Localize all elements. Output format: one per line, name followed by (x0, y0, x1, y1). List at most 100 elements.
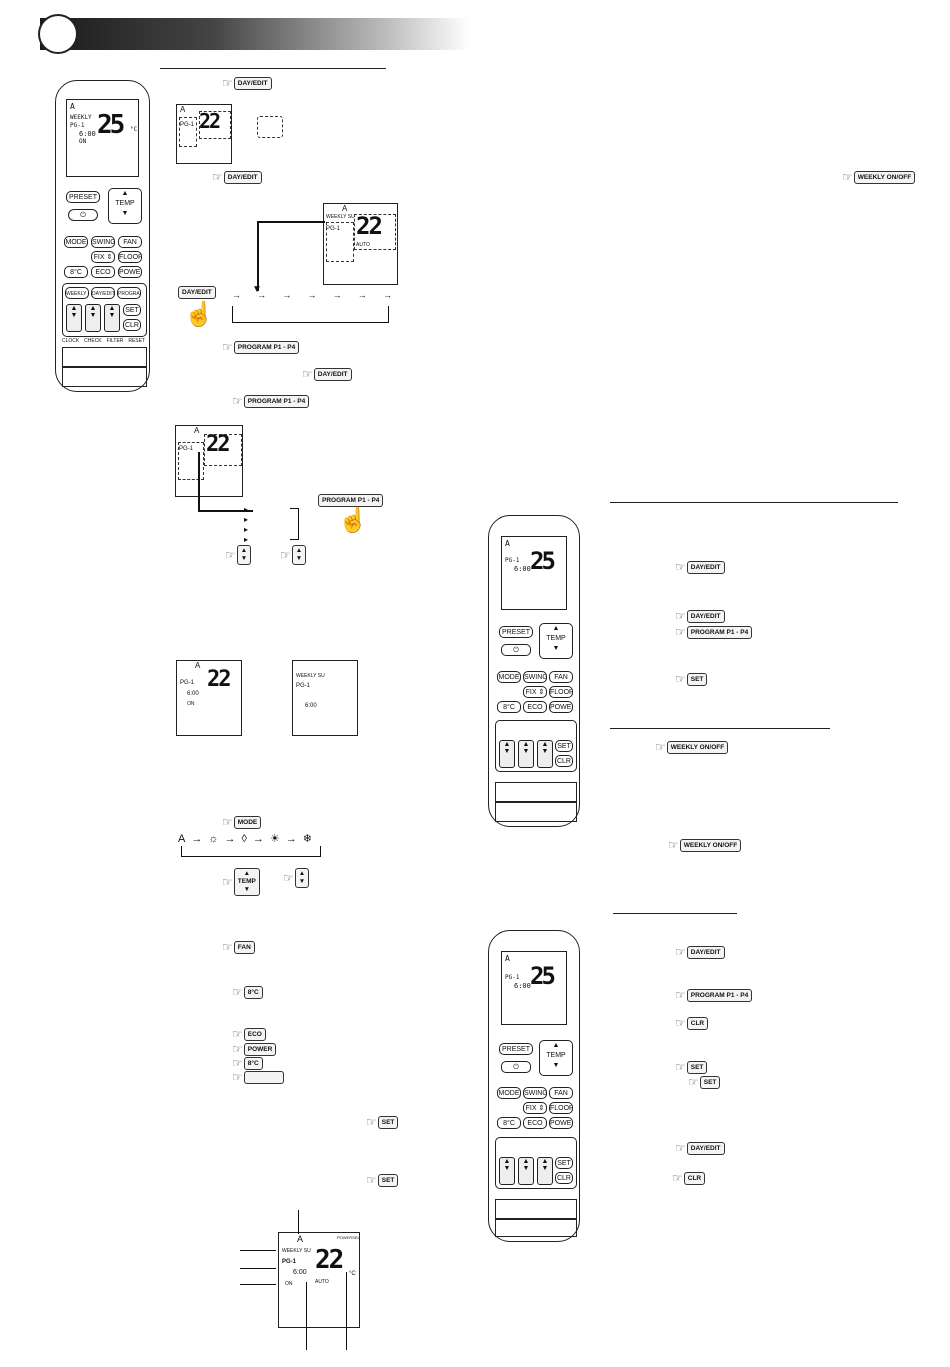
remote-lcd: A WEEKLY PG-1 6:00 ON 25 °C (66, 99, 139, 177)
temp-rocker[interactable]: ▲TEMP▼ (108, 188, 142, 224)
remote-2-cover-1 (495, 782, 577, 802)
key-weekly-r1: ☞WEEKLY ON/OFF (655, 740, 729, 754)
flow-line-horizontal (257, 221, 325, 223)
remote-3-mode[interactable]: MODE (497, 1087, 521, 1099)
remote-2-t2[interactable]: ▲▼ (518, 740, 534, 768)
remote-2-swing[interactable]: SWING (523, 671, 547, 683)
mode-button[interactable]: MODE (64, 236, 88, 248)
remote-3-preset[interactable]: PRESET (499, 1043, 533, 1055)
remote-2-power[interactable]: ⏻ (501, 644, 531, 656)
program-button[interactable]: PROGRAM P1-P4 (117, 287, 141, 299)
day-edit-button[interactable]: DAY/EDIT (91, 287, 115, 299)
remote-2-preset[interactable]: PRESET (499, 626, 533, 638)
set-button[interactable]: SET (123, 304, 141, 316)
key-day-edit-3: ☞DAY/EDIT (302, 367, 352, 381)
mode-heat-icon: ☀ (269, 833, 280, 845)
program-flow-line (198, 452, 200, 510)
remote-3-fix[interactable]: FIX ⇕ (523, 1102, 547, 1114)
weekly-button[interactable]: WEEKLY ON/OFF (65, 287, 89, 299)
swing-button[interactable]: SWING (91, 236, 115, 248)
remote-3-power[interactable]: ⏻ (501, 1061, 531, 1073)
key-blank: ☞ (232, 1070, 284, 1084)
callout-lines (240, 1210, 370, 1350)
key-set-2: ☞SET (366, 1173, 399, 1187)
remote-3-clr[interactable]: CLR (555, 1172, 573, 1184)
hand-icon: ☞ (212, 170, 223, 184)
remote-3-power-mode[interactable]: POWER (549, 1117, 573, 1129)
remote-3-timer-panel (495, 1137, 577, 1189)
remote-3-set[interactable]: SET (555, 1157, 573, 1169)
remote-2-8c[interactable]: 8°C (497, 701, 521, 713)
lcd-example-4: A PG-1 6:00 ON 22 (176, 660, 242, 736)
preset-button[interactable]: PRESET (66, 191, 100, 203)
remote-2-fan[interactable]: FAN (549, 671, 573, 683)
timer-up-down-2[interactable]: ▲▼ (85, 304, 101, 332)
remote-3-t2[interactable]: ▲▼ (518, 1157, 534, 1185)
8c-button[interactable]: 8°C (64, 266, 88, 278)
lcd-unit: °C (130, 126, 138, 133)
lcd-example-5: WEEKLY SU PG-1 6:00 (292, 660, 358, 736)
remote-2-cover-2 (495, 802, 577, 822)
remote-2-power-mode[interactable]: POWER (549, 701, 573, 713)
clr-button[interactable]: CLR (123, 319, 141, 331)
key-up-down-1: ☞▲▼ (225, 545, 252, 565)
key-set-r3: ☞SET (688, 1075, 721, 1089)
remote-2-set[interactable]: SET (555, 740, 573, 752)
hand-icon: ☞ (232, 1027, 243, 1041)
fix-button[interactable]: FIX ⇕ (91, 251, 115, 263)
key-weekly-r2: ☞WEEKLY ON/OFF (668, 838, 742, 852)
remote-2-temp[interactable]: ▲TEMP▼ (539, 623, 573, 659)
remote-3-floor[interactable]: FLOOR (549, 1102, 573, 1114)
mode-auto: A (178, 832, 186, 845)
hand-icon: ☞ (222, 340, 233, 354)
key-program-r1: ☞PROGRAM P1 - P4 (675, 625, 753, 639)
mode-dry-icon: ◊ (241, 832, 247, 845)
key-fan: ☞FAN (222, 940, 255, 954)
remote-3-fan[interactable]: FAN (549, 1087, 573, 1099)
hand-icon: ☞ (222, 940, 233, 954)
floor-button[interactable]: FLOOR (118, 251, 142, 263)
key-clr-r2: ☞CLR (672, 1171, 706, 1185)
pressing-hand-icon-2: ☝ (338, 507, 368, 534)
fan-button[interactable]: FAN (118, 236, 142, 248)
timer-up-down-3[interactable]: ▲▼ (104, 304, 120, 332)
lcd-time: 6:00 (79, 130, 96, 138)
key-day-edit-1: ☞DAY/EDIT (222, 76, 272, 90)
remote-2-t1[interactable]: ▲▼ (499, 740, 515, 768)
remote-2-t3[interactable]: ▲▼ (537, 740, 553, 768)
remote-2-eco[interactable]: ECO (523, 701, 547, 713)
remote-3-eco[interactable]: ECO (523, 1117, 547, 1129)
eco-button[interactable]: ECO (91, 266, 115, 278)
key-clr-r1: ☞CLR (675, 1016, 709, 1030)
timer-panel (62, 283, 147, 337)
remote-2-clr[interactable]: CLR (555, 755, 573, 767)
remote-3-temp[interactable]: ▲TEMP▼ (539, 1040, 573, 1076)
remote-2-timer-panel (495, 720, 577, 772)
hand-icon: ☞ (675, 625, 686, 639)
timer-up-down-1[interactable]: ▲▼ (66, 304, 82, 332)
remote-3-8c[interactable]: 8°C (497, 1117, 521, 1129)
lcd-on: ON (79, 138, 87, 145)
section-rule-1 (160, 68, 386, 69)
dashed-placeholder-box (257, 116, 283, 138)
remote-2-fix[interactable]: FIX ⇕ (523, 686, 547, 698)
key-8c: ☞8°C (232, 985, 263, 999)
power-button[interactable]: ⏻ (68, 209, 98, 221)
remote-3-t3[interactable]: ▲▼ (537, 1157, 553, 1185)
power-mode-button[interactable]: POWER (118, 266, 142, 278)
remote-3-t1[interactable]: ▲▼ (499, 1157, 515, 1185)
section-header-circle (38, 14, 78, 54)
remote-3-cover-2 (495, 1219, 577, 1237)
remote-2-floor[interactable]: FLOOR (549, 686, 573, 698)
remote-2-mode[interactable]: MODE (497, 671, 521, 683)
hand-icon: ☞ (675, 1141, 686, 1155)
key-program-1: ☞PROGRAM P1 - P4 (222, 340, 300, 354)
lcd-temperature: 25 (97, 110, 125, 140)
mode-fan-icon: ❄ (302, 833, 312, 845)
mode-cycle-return (181, 846, 321, 857)
pressing-hand-icon: ☝ (184, 301, 214, 328)
key-8c-combo: ☞8°C (232, 1056, 263, 1070)
remote-control-main: A WEEKLY PG-1 6:00 ON 25 °C PRESET ⏻ ▲TE… (55, 80, 150, 392)
remote-3-swing[interactable]: SWING (523, 1087, 547, 1099)
